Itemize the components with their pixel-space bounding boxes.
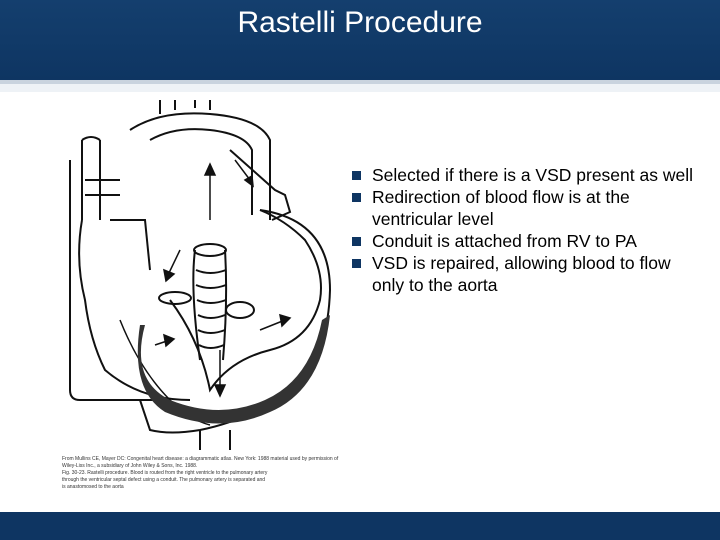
bullet-text: Redirection of blood flow is at the vent…: [372, 187, 630, 229]
valve-ring: [158, 291, 192, 305]
bullet-item: VSD is repaired, allowing blood to flow …: [350, 252, 700, 296]
square-bullet-icon: [352, 237, 361, 246]
caption-line: Fig. 30-23. Rastelli procedure. Blood is…: [62, 470, 268, 476]
square-bullet-icon: [352, 259, 361, 268]
blood-flow-arrows: [154, 159, 292, 398]
title-bar: Rastelli Procedure: [0, 0, 720, 80]
footer-bar: [0, 512, 720, 540]
title-divider-light: [0, 84, 720, 92]
caption-line: through the ventricular septal defect us…: [62, 477, 266, 483]
square-bullet-icon: [352, 193, 361, 202]
slide-title: Rastelli Procedure: [237, 6, 483, 39]
figure-caption: From Mullins CE, Mayer DC: Congenital he…: [62, 456, 352, 491]
bullet-item: Redirection of blood flow is at the vent…: [350, 186, 700, 230]
bullet-text: Selected if there is a VSD present as we…: [372, 165, 693, 185]
caption-line: From Mullins CE, Mayer DC: Congenital he…: [62, 456, 339, 462]
rastelli-heart-illustration: [69, 100, 332, 450]
ventricular-septum: [137, 315, 330, 424]
bullet-text: Conduit is attached from RV to PA: [372, 231, 637, 251]
aortic-arch: [129, 112, 271, 220]
bullet-list: Selected if there is a VSD present as we…: [350, 164, 700, 296]
heart-diagram: [60, 100, 350, 500]
ventricle-wall: [169, 209, 322, 393]
bullet-text: VSD is repaired, allowing blood to flow …: [372, 253, 671, 295]
conduit: [192, 243, 228, 361]
bullet-item: Selected if there is a VSD present as we…: [350, 164, 700, 186]
title-divider: [0, 80, 720, 84]
square-bullet-icon: [352, 171, 361, 180]
bullet-item: Conduit is attached from RV to PA: [350, 230, 700, 252]
caption-line: Wiley-Liss Inc., a subsidiary of John Wi…: [62, 463, 198, 469]
caption-line: is anastomosed to the aorta: [62, 484, 124, 490]
